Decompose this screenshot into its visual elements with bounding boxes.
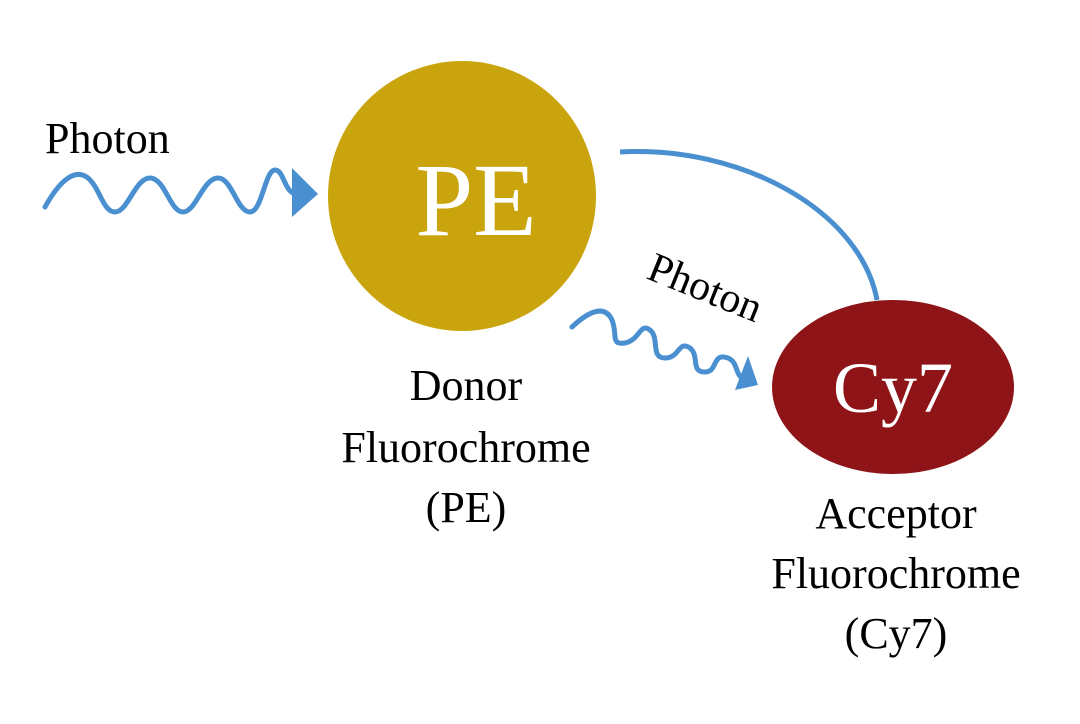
incoming-arrowhead-icon	[292, 168, 318, 217]
acceptor-description-line-2: Fluorochrome	[771, 549, 1020, 598]
acceptor-description-line-1: Acceptor	[815, 489, 977, 538]
acceptor-node-label: Cy7	[833, 348, 953, 428]
donor-node	[328, 61, 596, 331]
emitted-arrowhead-icon	[735, 356, 758, 390]
donor-node-label: PE	[415, 143, 536, 258]
acceptor-description-line-3: (Cy7)	[845, 609, 948, 658]
emitted-photon-label: Photon	[641, 245, 769, 332]
donor-description-line-3: (PE)	[426, 483, 507, 532]
incoming-photon-label: Photon	[45, 114, 170, 163]
emitted-photon-wave	[569, 308, 751, 383]
donor-description-line-1: Donor	[410, 361, 523, 410]
donor-acceptor-link	[619, 148, 880, 301]
acceptor-node	[772, 300, 1014, 474]
donor-description-line-2: Fluorochrome	[341, 423, 590, 472]
incoming-photon-wave	[42, 167, 303, 215]
